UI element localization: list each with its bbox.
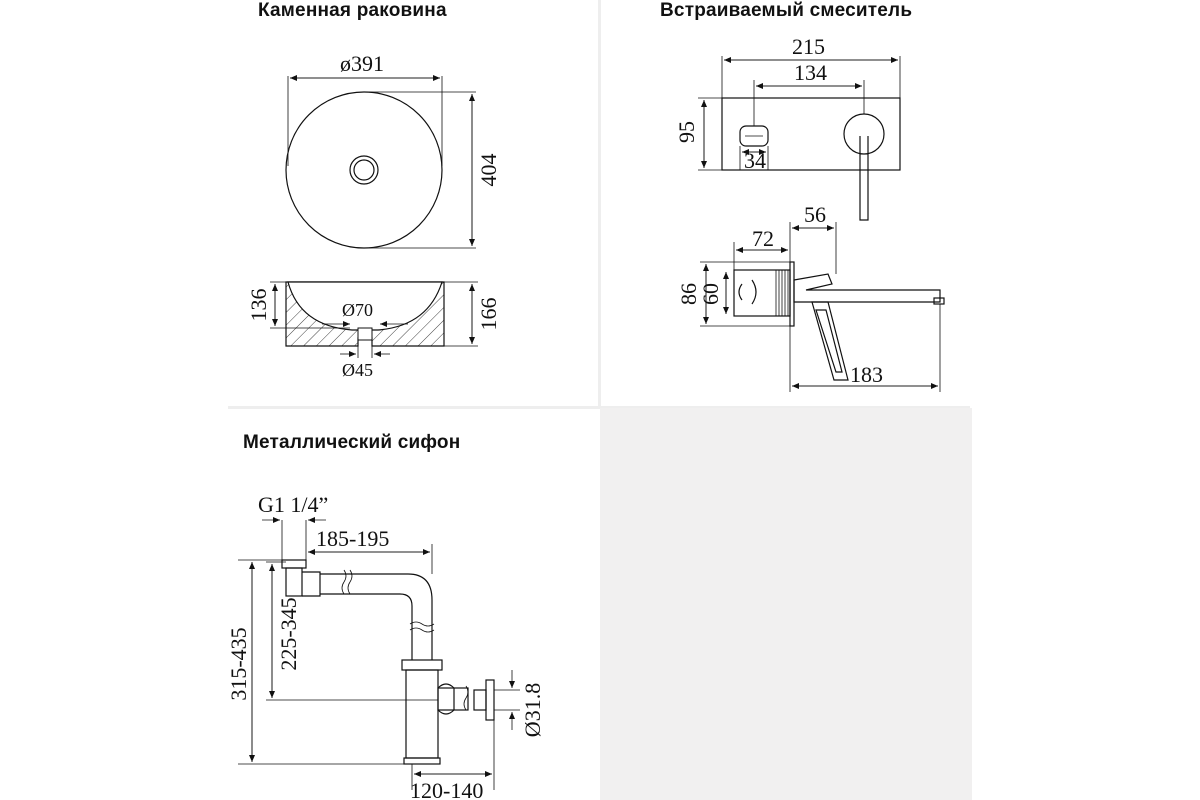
sink-inner-height-label: 136 bbox=[246, 289, 271, 322]
empty-panel bbox=[600, 408, 972, 800]
mixer-spout bbox=[793, 273, 941, 303]
siphon-outlet-label: Ø31.8 bbox=[520, 683, 545, 737]
sink-drain-top-label: Ø70 bbox=[342, 300, 373, 320]
siphon-drawing: G1 1/4” 185-195 315-435 225-345 Ø31.8 12… bbox=[226, 492, 545, 800]
siphon-bottom-cap bbox=[403, 757, 441, 765]
mixer-spout-label: 183 bbox=[850, 362, 883, 387]
mixer-side-86-label: 86 bbox=[676, 283, 701, 305]
mixer-thread bbox=[775, 270, 789, 316]
mixer-plate-width-label: 215 bbox=[792, 34, 825, 59]
sink-section-view: 136 166 Ø70 Ø45 bbox=[246, 281, 501, 380]
mixer-lever-rosette bbox=[843, 113, 885, 155]
sink-drain-inner bbox=[353, 159, 375, 181]
mixer-front-view: 215 134 95 34 bbox=[674, 34, 901, 221]
siphon-inner-height-label: 225-345 bbox=[276, 597, 301, 670]
siphon-top-flange bbox=[281, 559, 307, 569]
siphon-total-height-label: 315-435 bbox=[226, 627, 251, 700]
sink-drain-bottom-label: Ø45 bbox=[342, 360, 373, 380]
mixer-aerator bbox=[933, 297, 945, 305]
mixer-title: Встраиваемый смеситель bbox=[660, 0, 913, 21]
siphon-horizontal-label: 185-195 bbox=[316, 526, 389, 551]
siphon-nut bbox=[401, 659, 443, 671]
siphon-thread-label: G1 1/4” bbox=[258, 492, 328, 517]
mixer-plate-height-label: 95 bbox=[674, 121, 699, 143]
mixer-side-view: 56 72 86 60 183 bbox=[676, 202, 945, 392]
sink-outer-height-label: 166 bbox=[476, 298, 501, 331]
sink-title: Каменная раковина bbox=[258, 0, 447, 21]
mixer-lever-handle bbox=[859, 136, 869, 221]
siphon-bottle bbox=[405, 669, 439, 759]
sink-drain-circle bbox=[349, 155, 379, 185]
mixer-knob-label: 34 bbox=[744, 148, 766, 173]
mixer-depth-72-label: 72 bbox=[752, 226, 774, 251]
mixer-side-lever bbox=[811, 301, 849, 381]
siphon-title: Металлический сифон bbox=[243, 432, 461, 453]
mixer-plate bbox=[721, 97, 901, 171]
mixer-side-60-label: 60 bbox=[698, 283, 723, 305]
sink-depth-label: 404 bbox=[476, 154, 501, 187]
sink-top-view: ø391 404 bbox=[285, 51, 501, 249]
mixer-depth-56-label: 56 bbox=[804, 202, 826, 227]
panel-divider-horizontal bbox=[228, 406, 970, 409]
sink-diameter-label: ø391 bbox=[340, 51, 384, 76]
mixer-axis-distance-label: 134 bbox=[794, 60, 827, 85]
siphon-outlet-tube bbox=[473, 689, 487, 711]
sink-outer-circle bbox=[285, 91, 443, 249]
siphon-inlet-body bbox=[285, 567, 303, 597]
siphon-outlet-pipe bbox=[437, 687, 469, 711]
siphon-wall-flange bbox=[485, 679, 495, 721]
siphon-outlet-offset-label: 120-140 bbox=[410, 778, 483, 800]
panel-divider-vertical bbox=[598, 0, 601, 408]
